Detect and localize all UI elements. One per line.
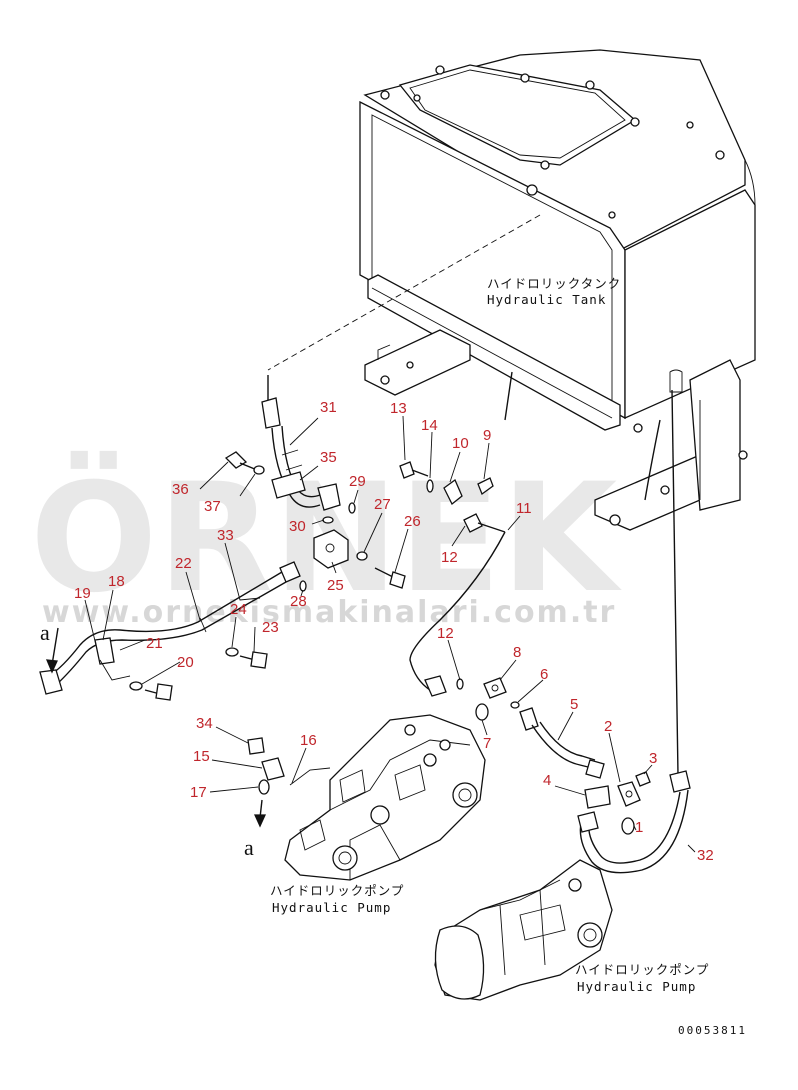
callout-7: 7 <box>483 735 491 752</box>
callout-23: 23 <box>262 619 279 636</box>
pump-right-label-jp: ハイドロリックポンプ <box>575 962 709 977</box>
hose-end-19 <box>39 669 63 695</box>
bolt-26 <box>374 567 406 589</box>
hydraulic-pump-left <box>284 714 486 881</box>
oring-29 <box>348 502 356 514</box>
watermark: ÖRNEK www.ornekismakinalari.com.tr <box>30 450 622 630</box>
callout-10: 10 <box>452 435 469 452</box>
callout-26: 26 <box>404 513 421 530</box>
view-letter-a-left: a <box>40 620 50 645</box>
tank-label-en: Hydraulic Tank <box>487 292 606 307</box>
callout-24: 24 <box>230 601 247 618</box>
callout-17: 17 <box>190 784 207 801</box>
callout-36: 36 <box>172 481 189 498</box>
callout-6: 6 <box>540 666 548 683</box>
oring-30 <box>322 516 334 524</box>
callout-15: 15 <box>193 748 210 765</box>
callout-11: 11 <box>516 500 532 517</box>
oring-1 <box>621 817 635 835</box>
tank-label-jp: ハイドロリックタンク <box>487 276 621 291</box>
callout-28: 28 <box>290 593 307 610</box>
hydraulic-tank <box>267 49 756 531</box>
bolt-23 <box>239 651 268 669</box>
clip-18 <box>94 637 115 665</box>
leader-lines <box>84 415 696 853</box>
callout-4: 4 <box>543 772 551 789</box>
callout-34: 34 <box>196 715 213 732</box>
callout-33: 33 <box>217 527 234 544</box>
callout-3: 3 <box>649 750 657 767</box>
callout-30: 30 <box>289 518 306 535</box>
oring-6 <box>510 701 520 709</box>
callout-12-upper: 12 <box>441 549 458 566</box>
fitting-12a <box>463 513 506 533</box>
callouts: 31 35 36 37 33 30 29 27 26 25 28 22 24 2… <box>74 399 714 864</box>
callout-21: 21 <box>146 635 163 652</box>
oring-17 <box>258 779 270 795</box>
pipe-11 <box>409 531 506 691</box>
hydraulic-pump-right <box>434 859 613 1001</box>
oring-12b <box>456 678 464 690</box>
pump-right-label-en: Hydraulic Pump <box>577 979 696 994</box>
callout-22: 22 <box>175 555 192 572</box>
washer-37 <box>253 465 265 475</box>
plate-4 <box>584 785 611 809</box>
washer-14 <box>426 479 434 493</box>
document-number: 00053811 <box>678 1024 747 1037</box>
fitting-2 <box>617 781 641 807</box>
hose-32 <box>577 389 691 874</box>
callout-32: 32 <box>697 847 714 864</box>
watermark-url: www.ornekismakinalari.com.tr <box>42 595 616 630</box>
callout-37: 37 <box>204 498 221 515</box>
callout-29: 29 <box>349 473 366 490</box>
callout-25: 25 <box>327 577 344 594</box>
callout-14: 14 <box>421 417 438 434</box>
view-arrow-a-left <box>51 627 59 666</box>
clip-9 <box>477 477 494 496</box>
pump-left-label-jp: ハイドロリックポンプ <box>270 883 404 898</box>
nipple-3 <box>635 771 651 787</box>
callout-20: 20 <box>177 654 194 671</box>
callout-27: 27 <box>374 496 391 513</box>
clip-35 <box>271 471 306 499</box>
fitting-15 <box>261 757 285 781</box>
callout-12-lower: 12 <box>437 625 454 642</box>
washer-27 <box>356 551 368 561</box>
block-25 <box>313 529 349 569</box>
callout-19: 19 <box>74 585 91 602</box>
clamp-10 <box>443 478 463 506</box>
bolt-13 <box>399 461 429 479</box>
view-letter-a-bottom: a <box>244 835 254 860</box>
callout-35: 35 <box>320 449 337 466</box>
pipe-16 <box>289 767 331 786</box>
washer-20 <box>129 681 143 691</box>
callout-1: 1 <box>635 819 643 836</box>
hose-5 <box>519 707 605 779</box>
callout-5: 5 <box>570 696 578 713</box>
pump-left-label-en: Hydraulic Pump <box>272 900 391 915</box>
fitting-8 <box>483 677 507 699</box>
callout-9: 9 <box>483 427 491 444</box>
oring-7 <box>475 703 489 721</box>
callout-8: 8 <box>513 644 521 661</box>
callout-2: 2 <box>604 718 612 735</box>
callout-31: 31 <box>320 399 337 416</box>
plug-34 <box>247 737 265 755</box>
callout-18: 18 <box>108 573 125 590</box>
oring-28 <box>299 580 307 592</box>
callout-13: 13 <box>390 400 407 417</box>
washer-24 <box>225 647 239 657</box>
callout-16: 16 <box>300 732 317 749</box>
bolt-21 <box>144 683 173 701</box>
